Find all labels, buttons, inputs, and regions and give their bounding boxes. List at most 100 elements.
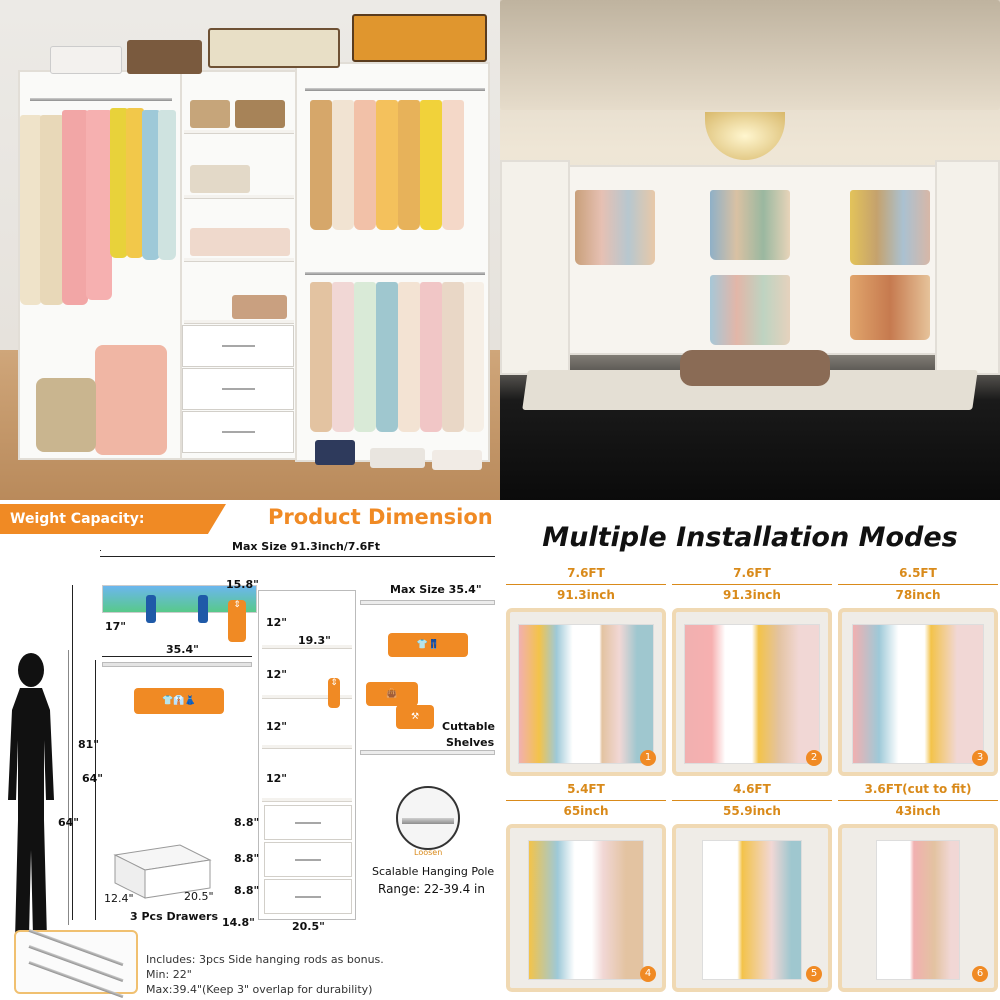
side-rod: [360, 750, 495, 755]
modes-title: Multiple Installation Modes: [542, 522, 958, 553]
pole-icon: [402, 818, 454, 824]
shelf: [184, 195, 294, 199]
drawer: [264, 879, 352, 914]
person-64-label: 64": [58, 816, 80, 829]
range-label: Range: 22-39.4 in: [378, 882, 485, 896]
coat: [310, 282, 332, 432]
shirt: [332, 100, 354, 230]
width-mid-label: 19.3": [298, 634, 331, 647]
mode-inch: 91.3inch: [557, 588, 615, 602]
mode-ft: 4.6FT: [733, 782, 771, 796]
coat: [20, 115, 42, 305]
mode-number-badge: 1: [640, 750, 656, 766]
height-line-81: [72, 585, 73, 920]
top-depth-label: 15.8": [226, 578, 259, 591]
shoes: [432, 450, 482, 470]
handbag: [190, 100, 230, 128]
drawers-label: 3 Pcs Drawers: [130, 910, 219, 923]
shirt: [398, 100, 420, 230]
mode-inch: 91.3inch: [723, 588, 781, 602]
storage-box: [50, 46, 122, 74]
clothes-row: [850, 190, 930, 265]
loosen-label: Loosen: [414, 848, 443, 857]
base-depth-label: 14.8": [222, 916, 255, 929]
coat: [398, 282, 420, 432]
shelf-12-d-label: 12": [266, 772, 288, 785]
includes-line3: Max:39.4"(Keep 3" overlap for durability…: [146, 983, 373, 996]
drawer: [264, 805, 352, 840]
adjust-arrows-icon: ⇕: [228, 600, 246, 642]
shirt: [420, 100, 442, 230]
includes-line1: Includes: 3pcs Side hanging rods as bonu…: [146, 953, 384, 966]
pink-suitcase: [95, 345, 167, 455]
clothes-row: [850, 275, 930, 340]
shelf-12-c-label: 12": [266, 720, 288, 733]
cuttable-label: Cuttable: [442, 720, 495, 733]
closet-photo-panel: [0, 0, 500, 500]
person-silhouette-icon: [8, 653, 54, 980]
mode-number-badge: 2: [806, 750, 822, 766]
mode-number-badge: 3: [972, 750, 988, 766]
drawer-illustration-icon: [113, 844, 212, 899]
hanging-rod: [30, 98, 172, 101]
mode-ft: 6.5FT: [899, 566, 937, 580]
width-left-line: [102, 656, 252, 657]
shirt: [310, 100, 332, 230]
drawer: [182, 368, 294, 410]
base-width-label: 20.5": [292, 920, 325, 933]
max-size-line: [100, 556, 495, 557]
side-rod: [360, 600, 495, 605]
mode-number-badge: 4: [640, 966, 656, 982]
drawer-8-8-b-label: 8.8": [234, 852, 260, 865]
height-line-64: [95, 660, 96, 920]
coat: [62, 110, 88, 305]
mode-number-badge: 5: [806, 966, 822, 982]
ceiling: [500, 0, 1000, 110]
box: [190, 165, 250, 193]
bag-icon: 👜: [366, 682, 418, 706]
drawer-depth-label: 12.4": [104, 892, 134, 905]
chandelier-icon: [705, 112, 785, 160]
shirt: [442, 100, 464, 230]
clothes-row: [710, 275, 790, 345]
coat: [86, 110, 112, 300]
trunk-orange: [352, 14, 487, 62]
ottoman: [680, 350, 830, 386]
top-gap-label: 17": [105, 620, 127, 633]
coat: [40, 115, 64, 305]
coat: [420, 282, 442, 432]
product-dimension-panel: Weight Capacity: 1000+LBS Product Dimens…: [0, 500, 500, 1000]
clothes-row: [575, 190, 655, 265]
shelf: [184, 130, 294, 134]
shirt: [110, 108, 128, 258]
shirt: [126, 108, 144, 258]
plant-pot: [232, 295, 287, 319]
right-closet-wall: [935, 160, 1000, 375]
shirt: [142, 110, 160, 260]
mode-ft: 3.6FT(cut to fit): [864, 782, 972, 796]
coat: [464, 282, 484, 432]
width-left-label: 35.4": [166, 643, 199, 656]
coat: [376, 282, 398, 432]
shelves-label: Shelves: [446, 736, 495, 749]
hanging-rod: [305, 272, 485, 275]
mode-inch: 43inch: [895, 804, 941, 818]
shelf: [184, 320, 294, 324]
shelf-12-b-label: 12": [266, 668, 288, 681]
bracket-icon: [146, 595, 156, 623]
mode-inch: 78inch: [895, 588, 941, 602]
shirt: [376, 100, 398, 230]
mode-ft: 5.4FT: [567, 782, 605, 796]
drawer-8-8-a-label: 8.8": [234, 816, 260, 829]
scalable-label: Scalable Hanging Pole: [372, 865, 495, 878]
shoes: [315, 440, 355, 465]
includes-line2: Min: 22": [146, 968, 192, 981]
hanging-rod: [102, 662, 252, 667]
suitcase: [127, 40, 202, 74]
installation-modes-panel: Multiple Installation Modes 7.6FT 91.3in…: [500, 500, 1000, 1000]
mode-ft: 7.6FT: [567, 566, 605, 580]
clothes-row: [710, 190, 790, 260]
weight-capacity-badge: Weight Capacity: 1000+LBS: [0, 504, 226, 534]
shelf: [184, 258, 294, 262]
basket: [36, 378, 96, 452]
